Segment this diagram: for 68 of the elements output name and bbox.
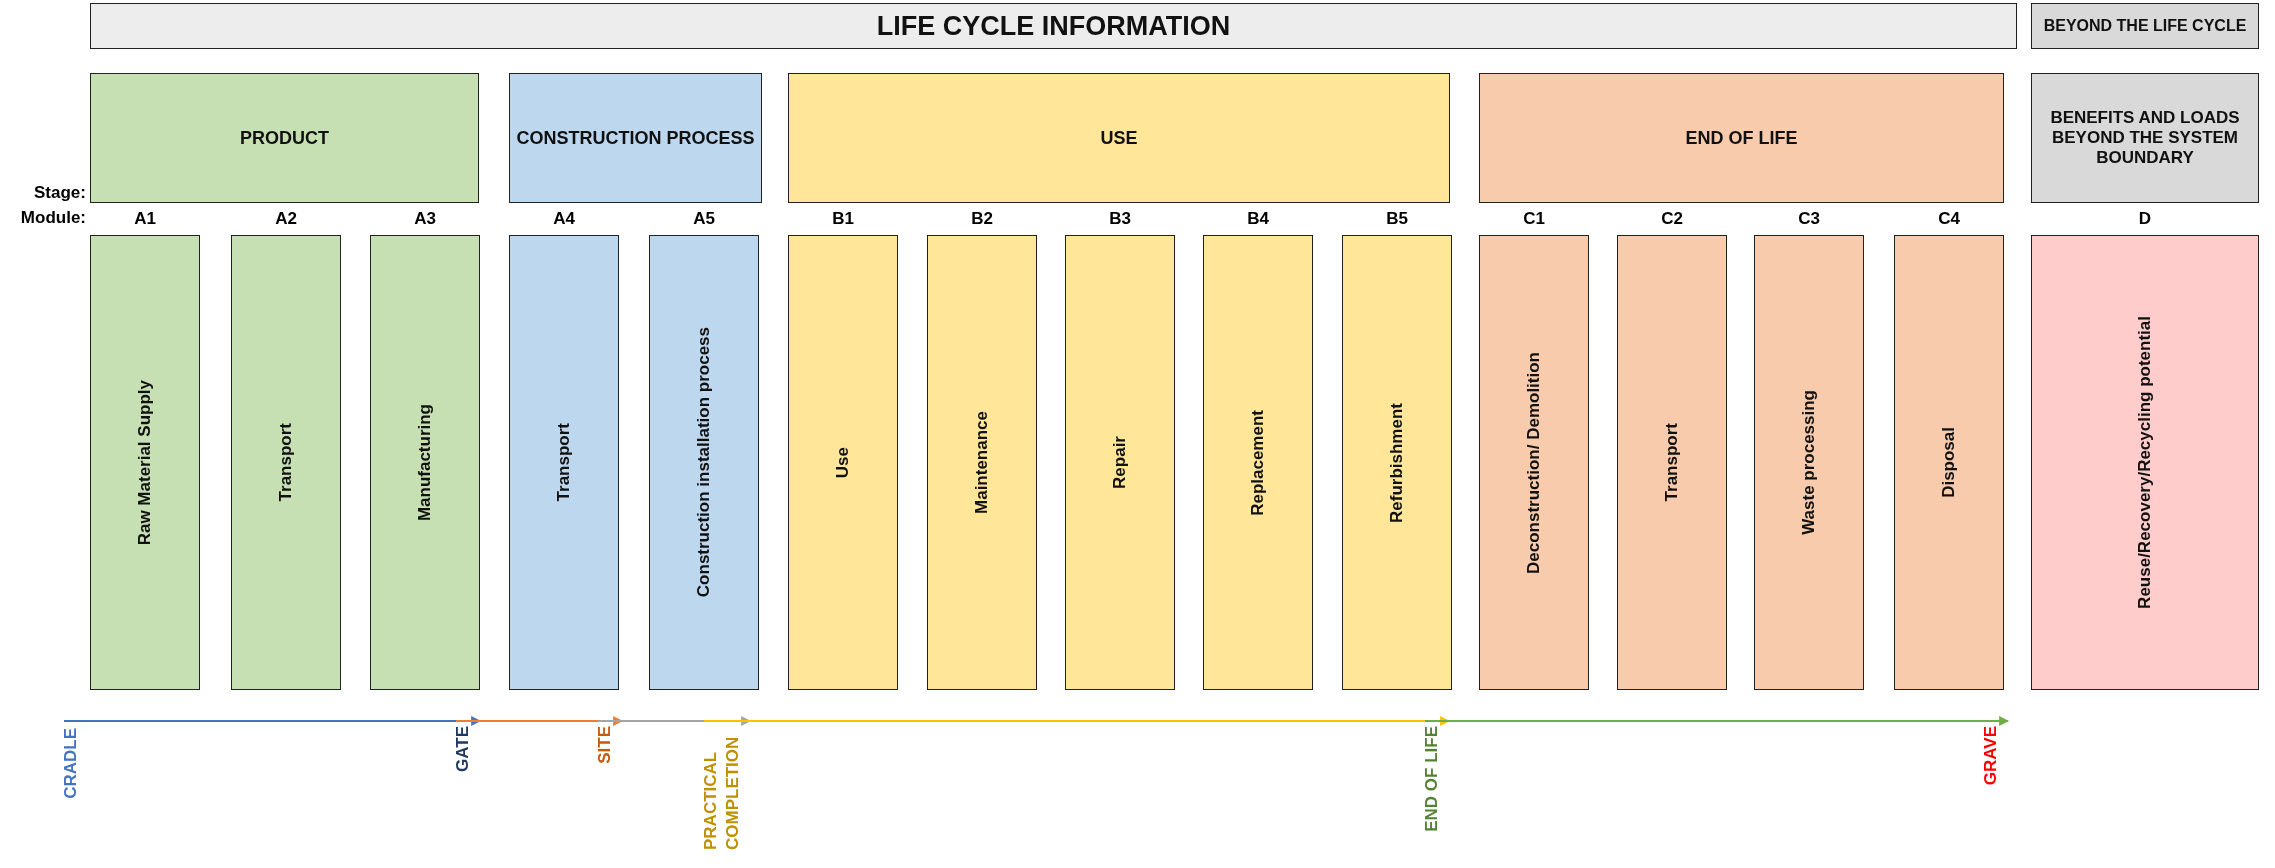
stage-box	[2031, 73, 2259, 203]
stage-title: CONSTRUCTION PROCESS	[515, 126, 756, 150]
stage-title: USE	[1099, 126, 1139, 150]
stage-title: BENEFITS AND LOADS BEYOND THE SYSTEM BOUNDARY	[2049, 107, 2241, 169]
module-code: A1	[133, 209, 157, 229]
milestone-label: GRAVE	[1980, 726, 2003, 786]
module-box	[370, 235, 480, 690]
stage-title: END OF LIFE	[1684, 126, 1799, 150]
section-title: LIFE CYCLE INFORMATION	[875, 9, 1232, 43]
module-box	[649, 235, 759, 690]
module-box	[231, 235, 341, 690]
module-name: Replacement	[1247, 408, 1268, 518]
milestone-label: CRADLE	[60, 728, 83, 799]
module-box	[788, 235, 898, 690]
module-name: Waste processing	[1798, 389, 1819, 537]
stage-box	[90, 73, 479, 203]
module-box	[1894, 235, 2004, 690]
module-code: A5	[692, 209, 716, 229]
milestone-label: GATE	[452, 726, 475, 772]
row-label: Stage:	[34, 183, 86, 203]
header-band	[90, 3, 2017, 49]
module-name: Use	[832, 445, 853, 481]
module-box	[1479, 235, 1589, 690]
header-band	[2031, 3, 2259, 49]
module-box	[927, 235, 1037, 690]
module-code: C3	[1797, 209, 1821, 229]
module-code: A4	[552, 209, 576, 229]
module-name: Transport	[275, 422, 296, 504]
module-box	[90, 235, 200, 690]
module-code: B3	[1108, 209, 1132, 229]
module-code: C4	[1937, 209, 1961, 229]
module-box	[1342, 235, 1452, 690]
module-box	[1754, 235, 1864, 690]
module-code: A3	[413, 209, 437, 229]
section-title: BEYOND THE LIFE CYCLE	[2042, 16, 2248, 36]
module-name: Raw Material Supply	[134, 378, 155, 548]
module-box	[2031, 235, 2259, 690]
stage-box	[1479, 73, 2004, 203]
stage-box	[788, 73, 1450, 203]
module-name: Reuse/Recovery/Recycling potential	[2134, 315, 2155, 611]
milestone-label: END OF LIFE	[1421, 726, 1444, 832]
arrow	[1424, 716, 2010, 726]
module-name: Repair	[1109, 435, 1130, 491]
module-box	[1617, 235, 1727, 690]
milestone-label: SITE	[594, 726, 617, 764]
row-label: Module:	[20, 208, 86, 228]
module-code: C2	[1660, 209, 1684, 229]
module-name: Transport	[553, 422, 574, 504]
module-box	[1065, 235, 1175, 690]
module-code: B2	[970, 209, 994, 229]
module-code: B1	[831, 209, 855, 229]
stage-title: PRODUCT	[239, 126, 330, 150]
module-code: A2	[274, 209, 298, 229]
module-code: B4	[1246, 209, 1270, 229]
milestone-label: PRACTICAL COMPLETION	[700, 728, 745, 850]
module-box	[1203, 235, 1313, 690]
module-name: Disposal	[1938, 426, 1959, 500]
stage-box	[509, 73, 762, 203]
module-box	[509, 235, 619, 690]
module-name: Construction installation process	[693, 326, 714, 600]
module-code: C1	[1522, 209, 1546, 229]
module-name: Transport	[1661, 422, 1682, 504]
module-name: Manufacturing	[414, 402, 435, 524]
module-name: Maintenance	[971, 410, 992, 516]
module-name: Deconstruction/ Demolition	[1523, 350, 1544, 576]
module-code: B5	[1385, 209, 1409, 229]
module-name: Refurbishment	[1386, 401, 1407, 525]
module-code: D	[2137, 209, 2153, 229]
